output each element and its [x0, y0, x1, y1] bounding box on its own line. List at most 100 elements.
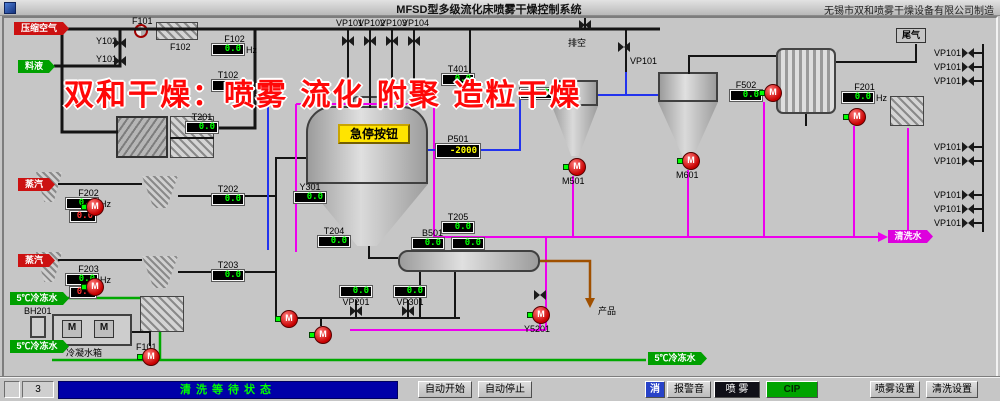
instrument-tag: VP101: [934, 142, 962, 152]
instrument-tag: VP102: [358, 18, 386, 28]
agitator-icon: M: [94, 320, 114, 338]
control-bar: 3 清洗等待状态 自动开始 自动停止 消 报警音 喷 雾 CIP 喷雾设置 清洗…: [0, 377, 1000, 401]
instrument-tag: 排空: [568, 38, 587, 48]
filter-f102: [156, 22, 198, 40]
page-indicator[interactable]: 3: [22, 381, 54, 398]
valve-icon[interactable]: [350, 306, 362, 316]
valve-icon[interactable]: [962, 218, 974, 228]
instrument-tag: F102: [170, 42, 191, 52]
pump-icon[interactable]: M: [527, 306, 550, 324]
valve-icon[interactable]: [386, 36, 398, 46]
watermark-text: 双和干燥：喷雾 流化 附聚 造粒干燥: [64, 78, 582, 113]
window-title: MFSD型多级流化床喷雾干燥控制系统: [396, 4, 582, 16]
stream-flag: 蒸汽: [18, 254, 55, 267]
pump-icon[interactable]: M: [137, 348, 160, 366]
fluid-bed: [398, 250, 540, 272]
stream-flag: 蒸汽: [18, 178, 55, 191]
pump-icon[interactable]: M: [81, 198, 104, 216]
air-heater-1: [116, 116, 168, 158]
instrument-tag: 产品: [598, 306, 617, 316]
instrument-tag: VP101: [934, 218, 962, 228]
instrument-tag: VP104: [402, 18, 430, 28]
valve-icon[interactable]: [962, 48, 974, 58]
clean-settings-button[interactable]: 清洗设置: [926, 381, 978, 398]
mute-alarm-icon[interactable]: 消: [645, 381, 665, 398]
pump-icon[interactable]: M: [843, 108, 866, 126]
bh201-unit: [30, 316, 46, 338]
instrument-tag: BH201: [24, 306, 52, 316]
statusbar-spacer: [4, 381, 20, 398]
valve-icon[interactable]: [962, 204, 974, 214]
cyclone-2-body: [658, 72, 718, 102]
valve-icon[interactable]: [962, 156, 974, 166]
auto-start-button[interactable]: 自动开始: [418, 381, 472, 398]
instrument-tag: VP101: [934, 48, 962, 58]
valve-icon[interactable]: [962, 142, 974, 152]
spray-settings-button[interactable]: 喷雾设置: [870, 381, 920, 398]
instrument-tag: VP101: [934, 62, 962, 72]
condensate-tank: M M: [52, 314, 132, 346]
auto-stop-button[interactable]: 自动停止: [478, 381, 532, 398]
spray-dryer-chamber: [306, 106, 428, 184]
title-bar: MFSD型多级流化床喷雾干燥控制系统 无锡市双和喷雾干燥设备有限公司制造: [0, 0, 1000, 17]
instrument-tag: VP101: [934, 190, 962, 200]
stream-flag: 压缩空气: [14, 22, 69, 35]
cip-button[interactable]: CIP: [766, 381, 818, 398]
valve-icon[interactable]: [962, 62, 974, 72]
agitator-icon: M: [62, 320, 82, 338]
instrument-tag: VP101: [934, 156, 962, 166]
pump-icon[interactable]: M: [677, 152, 700, 170]
valve-icon[interactable]: [579, 20, 591, 30]
pump-icon[interactable]: M: [275, 310, 298, 328]
stream-flag: 清洗水: [888, 230, 933, 243]
app-icon: [4, 2, 16, 14]
pump-icon[interactable]: M: [309, 326, 332, 344]
instrument-tag: F101: [132, 16, 153, 26]
value-display: P501-2000: [436, 134, 480, 158]
valve-icon[interactable]: [618, 42, 630, 52]
stream-flag: 5℃冷冻水: [648, 352, 707, 365]
emergency-stop-button[interactable]: 急停按钮: [338, 124, 410, 144]
valve-icon[interactable]: [534, 290, 546, 300]
spray-button[interactable]: 喷 雾: [714, 381, 760, 398]
instrument-tag: F101: [136, 342, 157, 352]
valve-icon[interactable]: [402, 306, 414, 316]
instrument-tag: M601: [676, 170, 699, 180]
heat-exchanger-bl: [140, 296, 184, 332]
valve-icon[interactable]: [364, 36, 376, 46]
pump-icon[interactable]: M: [81, 278, 104, 296]
stream-flag: 5℃冷冻水: [10, 340, 69, 353]
instrument-tag: VP101: [630, 56, 658, 66]
valve-icon[interactable]: [114, 38, 126, 48]
pump-icon[interactable]: M: [759, 84, 782, 102]
cyclone-1-body: [552, 80, 598, 106]
instrument-tag: VP101: [336, 18, 364, 28]
pump-icon[interactable]: M: [563, 158, 586, 176]
valve-icon[interactable]: [962, 190, 974, 200]
valve-icon[interactable]: [962, 76, 974, 86]
condenser: [776, 48, 836, 114]
stream-flag: 料液: [18, 60, 55, 73]
instrument-tag: Y5201: [524, 324, 551, 334]
valve-icon[interactable]: [408, 36, 420, 46]
valve-icon[interactable]: [342, 36, 354, 46]
instrument-tag: B501: [422, 228, 444, 238]
valve-icon[interactable]: [114, 56, 126, 66]
manufacturer-label: 无锡市双和喷雾干燥设备有限公司制造: [824, 6, 994, 17]
instrument-tag: M501: [562, 176, 585, 186]
value-display: 0.0: [452, 238, 484, 249]
alarm-sound-button[interactable]: 报警音: [667, 381, 711, 398]
instrument-tag: 冷凝水箱: [66, 348, 103, 358]
